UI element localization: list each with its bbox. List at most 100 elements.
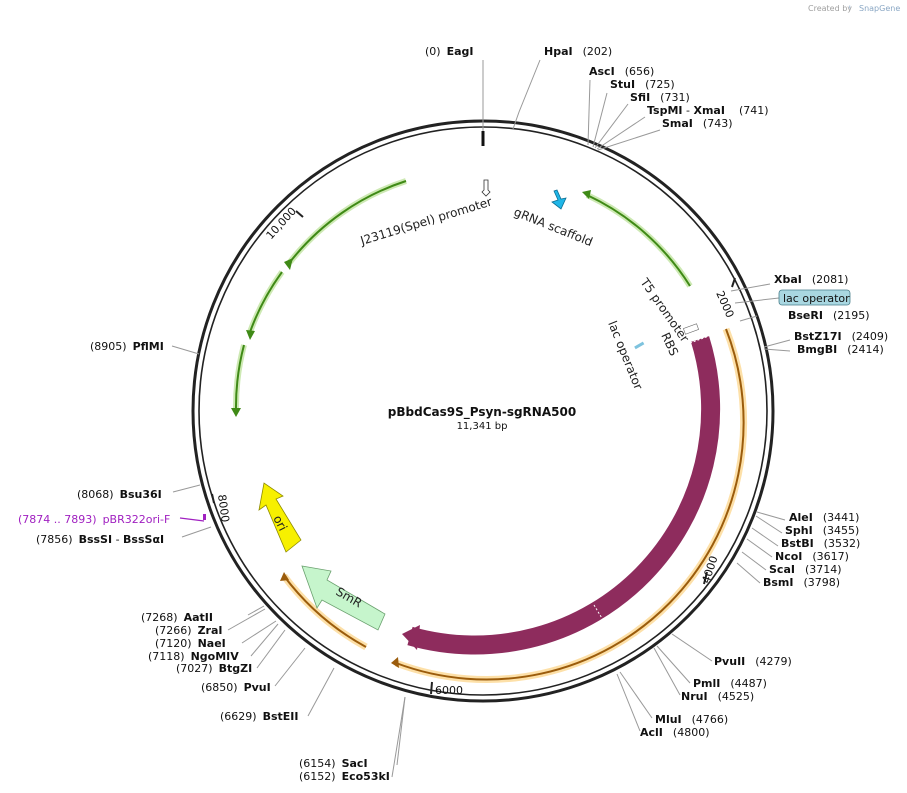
connector-xbaI (730, 283, 771, 292)
site-sphI: SphI(3455) (785, 524, 859, 537)
feature-label-lac-operator: lac operator (605, 319, 645, 392)
connector-sacI (396, 696, 406, 766)
dcas9-arrow-body (407, 336, 721, 655)
plasmid-name: pBbdCas9S_Psyn-sgRNA500 (388, 405, 576, 420)
site-aclI: AclI(4800) (640, 726, 709, 739)
plasmid-length: 11,341 bp (457, 421, 508, 432)
dcas9-start-dashes (689, 335, 710, 344)
connector-bssSI (181, 526, 212, 538)
connector-bstEII (307, 667, 335, 717)
tick-label-8000: 8000 (215, 494, 232, 524)
tick-label-6000: 6000 (435, 684, 463, 697)
green-arc-1-arrowhead (284, 258, 293, 270)
site-zraI: (7266)ZraI (155, 624, 223, 637)
connector-sphI (755, 515, 783, 534)
green-arc-4-arrowhead (582, 190, 591, 199)
tick-4000 (703, 571, 708, 585)
connector-bstBI (751, 527, 779, 547)
site-bsu36I: (8068)Bsu36I (77, 488, 162, 501)
site-ngoMIV: (7118)NgoMIV (148, 650, 239, 663)
connector-hpaI (512, 59, 541, 130)
connector-pflMI (171, 345, 200, 355)
connector-ngoMIV (250, 623, 279, 657)
site-aleI: AleI(3441) (789, 511, 859, 524)
connector-lac-box (734, 297, 780, 304)
lac-operator-box-label: lac operator (783, 292, 850, 305)
feature-label-j23119: J23119(SpeI) promoter (358, 194, 494, 248)
tick-2000 (731, 277, 736, 288)
site-eco53kI: (6152)Eco53kI (299, 770, 390, 783)
site-connector-lines (171, 59, 791, 778)
site-hpaI: HpaI(202) (544, 45, 612, 58)
site-pmlI: PmlI(4487) (693, 677, 767, 690)
site-scaI: ScaI(3714) (769, 563, 842, 576)
orange-arc-left (283, 575, 367, 648)
watermark-prefix: Created by (808, 4, 852, 13)
feature-label-ori: ori (270, 513, 290, 533)
dcas9-mid-dashes (593, 604, 604, 621)
site-bmgBI: BmgBI(2414) (797, 343, 884, 356)
orange-track (280, 327, 748, 684)
connector-pvuI (274, 647, 306, 687)
connector-aleI (756, 511, 786, 521)
smr-arrow (301, 565, 386, 631)
connector-stuI (592, 92, 608, 148)
site-tspMI-xmaI: TspMI - XmaI(741) (647, 104, 769, 117)
green-arc-1 (289, 180, 407, 263)
connector-bmgBI (763, 348, 791, 352)
dcas9-arrowhead (402, 625, 420, 650)
site-sfiI: SfiI(731) (630, 91, 690, 104)
connector-zraI (227, 608, 266, 631)
connector-bsmI (736, 562, 761, 584)
tick-8000 (211, 493, 215, 504)
site-nruI: NruI(4525) (681, 690, 754, 703)
site-bssSI: (7856)BssSI - BssSαI (36, 533, 164, 546)
site-bstZ17I: BstZ17I(2409) (794, 330, 888, 343)
site-bstEII: (6629)BstEII (220, 710, 298, 723)
site-eagI: (0)EagI (425, 45, 474, 58)
site-bstBI: BstBI(3532) (781, 537, 860, 550)
orange-arc-right-arrowhead (391, 657, 399, 668)
site-stuI: StuI(725) (610, 78, 675, 91)
site-btgZI: (7027)BtgZI (176, 662, 252, 675)
connector-btgZI (256, 629, 286, 669)
orange-arc-right (395, 328, 745, 681)
orange-arc-left-arrowhead (280, 572, 289, 581)
green-arc-1-halo (287, 178, 407, 264)
watermark-logo-icon: ᑊ (849, 4, 851, 13)
connector-scaI (741, 551, 767, 571)
connector-bseRI (739, 315, 758, 322)
lac-operator-box (778, 289, 851, 306)
tick-10000 (295, 210, 304, 218)
connector-pmlI (656, 645, 691, 684)
primer-pBR322ori-F: (7874 .. 7893)pBR322ori-F (18, 513, 170, 526)
connector-ncoI (746, 538, 773, 558)
connector-nruI (653, 647, 681, 696)
site-aatII: (7268)AatII (141, 611, 213, 624)
tick-marks (211, 210, 736, 695)
watermark-brand: SnapGene (859, 4, 900, 13)
connector-pvuII (671, 633, 713, 662)
green-arc-2 (249, 271, 283, 333)
site-naeI: (7120)NaeI (155, 637, 226, 650)
green-feature-arcs (231, 178, 693, 417)
connector-aclI (616, 673, 641, 732)
ori-arrow (258, 482, 302, 553)
site-xbaI: XbaI(2081) (774, 273, 848, 286)
site-bseRI: BseRI(2195) (788, 309, 870, 322)
connector-mluI (619, 671, 653, 719)
connector-naeI (241, 620, 277, 644)
site-sacI: (6154)SacI (299, 757, 368, 770)
j23119-promoter-arrow (481, 179, 491, 197)
connector-primer (179, 517, 205, 522)
connector-ascI (587, 79, 591, 146)
connector-sfiI (594, 103, 629, 149)
site-smaI: SmaI(743) (662, 117, 733, 130)
lac-operator-mark (634, 341, 645, 350)
connector-smaI (597, 129, 661, 151)
green-arc-3-arrowhead (231, 408, 241, 417)
tick-label-2000: 2000 (713, 289, 736, 320)
green-arc-4 (586, 194, 691, 287)
green-arc-2-arrowhead (246, 330, 255, 340)
